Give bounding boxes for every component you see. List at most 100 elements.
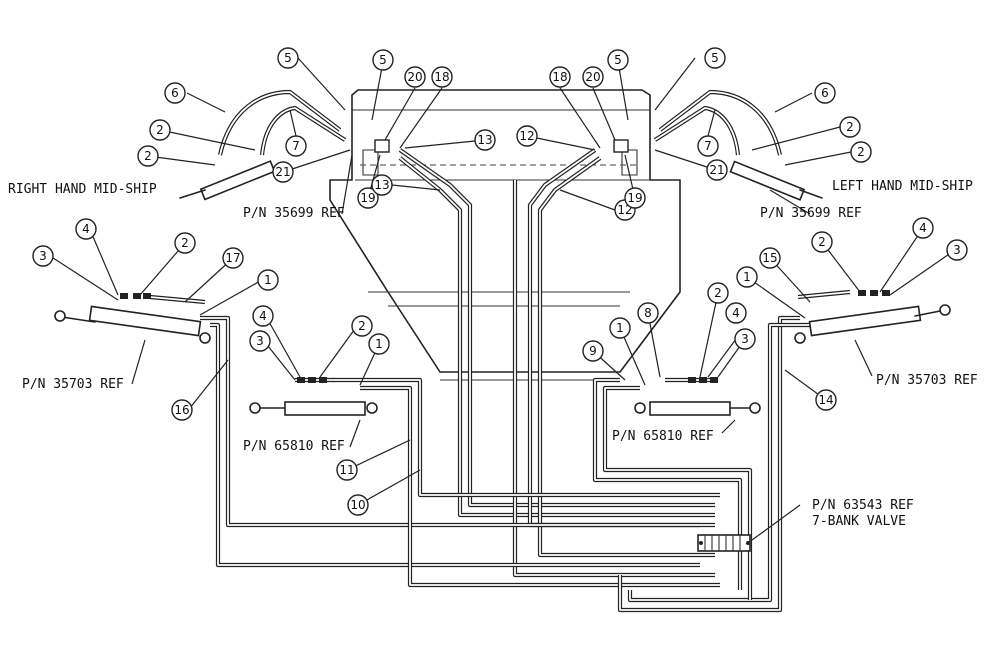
callout-17: 17	[222, 247, 244, 269]
svg-text:5: 5	[284, 51, 292, 65]
callout-3-left-top: 3	[32, 245, 54, 267]
cylinder-35699-left	[179, 160, 276, 201]
callout-5-left-a: 5	[277, 47, 299, 69]
label-pn-65810-left: P/N 65810 REF	[243, 439, 345, 454]
callout-10: 10	[347, 494, 369, 516]
svg-text:21: 21	[709, 163, 724, 177]
callout-6-right: 6	[814, 82, 836, 104]
svg-text:4: 4	[732, 306, 740, 320]
fittings	[120, 139, 890, 383]
callout-1-left-a: 1	[257, 269, 279, 291]
svg-text:11: 11	[339, 463, 354, 477]
callout-13-a: 13	[474, 129, 496, 151]
svg-text:2: 2	[156, 123, 164, 137]
callout-9: 9	[582, 340, 604, 362]
hose-lines	[200, 148, 810, 613]
label-pn-35703-left: P/N 35703 REF	[22, 377, 124, 392]
svg-text:13: 13	[374, 178, 389, 192]
svg-text:12: 12	[519, 129, 534, 143]
svg-text:2: 2	[857, 145, 865, 159]
label-pn-35699-left: P/N 35699 REF	[243, 206, 345, 221]
callout-21-left: 21	[272, 161, 294, 183]
svg-text:1: 1	[616, 321, 624, 335]
callout-4-right-top: 4	[912, 217, 934, 239]
cylinder-35699-right	[729, 160, 823, 201]
callout-20-right: 20	[582, 66, 604, 88]
svg-text:3: 3	[39, 249, 47, 263]
callout-15: 15	[759, 247, 781, 269]
callout-4-left-top: 4	[75, 218, 97, 240]
svg-text:9: 9	[589, 344, 597, 358]
callout-5-left-b: 5	[372, 49, 394, 71]
svg-text:7: 7	[704, 139, 712, 153]
svg-text:2: 2	[714, 286, 722, 300]
callout-1-left-b: 1	[368, 333, 390, 355]
svg-text:5: 5	[379, 53, 387, 67]
cylinder-35703-left	[54, 305, 211, 344]
svg-text:16: 16	[174, 403, 189, 417]
label-valve: 7-BANK VALVE	[812, 514, 906, 529]
callout-2-right-a: 2	[839, 116, 861, 138]
callout-8: 8	[637, 302, 659, 324]
svg-text:2: 2	[144, 149, 152, 163]
svg-text:1: 1	[375, 337, 383, 351]
callout-5-right-b: 5	[704, 47, 726, 69]
callout-20-left: 20	[404, 66, 426, 88]
svg-text:6: 6	[821, 86, 829, 100]
label-pn-35699-right: P/N 35699 REF	[760, 206, 862, 221]
svg-text:2: 2	[846, 120, 854, 134]
callout-14: 14	[815, 389, 837, 411]
svg-text:18: 18	[552, 70, 567, 84]
callout-13-b: 13	[371, 174, 393, 196]
svg-text:3: 3	[741, 332, 749, 346]
label-pn-65810-right: P/N 65810 REF	[612, 429, 714, 444]
svg-text:14: 14	[818, 393, 833, 407]
svg-text:4: 4	[919, 221, 927, 235]
svg-text:19: 19	[360, 191, 375, 205]
label-right-midship: RIGHT HAND MID-SHIP	[8, 182, 157, 197]
callout-7-right: 7	[697, 135, 719, 157]
callout-3-right-top: 3	[946, 239, 968, 261]
callout-12-a: 12	[516, 125, 538, 147]
label-pn-63543: P/N 63543 REF	[812, 498, 914, 513]
svg-text:4: 4	[82, 222, 90, 236]
svg-text:3: 3	[256, 334, 264, 348]
callout-19-right: 19	[624, 187, 646, 209]
svg-text:13: 13	[477, 133, 492, 147]
label-left-midship: LEFT HAND MID-SHIP	[832, 179, 973, 194]
callout-2-left-mid: 2	[351, 315, 373, 337]
svg-text:21: 21	[275, 165, 290, 179]
callout-11: 11	[336, 459, 358, 481]
callout-18-left: 18	[431, 66, 453, 88]
svg-text:20: 20	[407, 70, 422, 84]
svg-text:3: 3	[953, 243, 961, 257]
callout-balloons: 6 2 2 5 5 20 18 7 21 19 13 13 12 12 18 2…	[32, 47, 968, 516]
svg-text:19: 19	[627, 191, 642, 205]
callout-4-right-mid: 4	[725, 302, 747, 324]
callout-21-right: 21	[706, 159, 728, 181]
callout-19-left: 19	[357, 187, 379, 209]
cylinder-65810-left	[249, 401, 378, 416]
svg-text:2: 2	[181, 236, 189, 250]
svg-text:5: 5	[614, 53, 622, 67]
callout-3-right-mid: 3	[734, 328, 756, 350]
callout-2-right-mid: 2	[707, 282, 729, 304]
callout-3-left-mid: 3	[249, 330, 271, 352]
svg-text:1: 1	[743, 270, 751, 284]
callout-1-right-a: 1	[736, 266, 758, 288]
svg-text:2: 2	[818, 235, 826, 249]
svg-text:20: 20	[585, 70, 600, 84]
svg-text:1: 1	[264, 273, 272, 287]
svg-text:17: 17	[225, 251, 240, 265]
callout-2-left-top: 2	[174, 232, 196, 254]
callout-18-right: 18	[549, 66, 571, 88]
svg-text:5: 5	[711, 51, 719, 65]
cylinder-65810-right	[634, 401, 761, 416]
callout-7-left: 7	[285, 135, 307, 157]
svg-text:10: 10	[350, 498, 365, 512]
callout-1-right-b: 1	[609, 317, 631, 339]
callout-2-left-b: 2	[137, 145, 159, 167]
cylinder-35703-right	[794, 304, 951, 344]
